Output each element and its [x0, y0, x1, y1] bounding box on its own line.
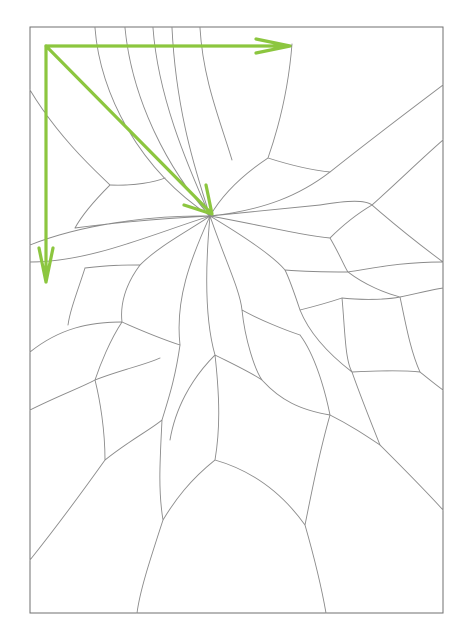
crack-line	[209, 215, 286, 271]
crack-line	[419, 371, 444, 391]
crack-line	[74, 215, 211, 229]
crack-line	[347, 261, 444, 273]
drawing-frame	[29, 26, 444, 614]
arrow-right	[44, 37, 292, 55]
crack-line	[299, 297, 343, 311]
crack-line	[329, 84, 444, 173]
crack-line	[104, 419, 163, 461]
crack-line	[209, 204, 321, 217]
crack-line	[136, 519, 164, 614]
crack-line	[304, 524, 327, 614]
crack-line	[121, 264, 141, 323]
crack-line	[319, 200, 373, 206]
arrow-diagonal	[44, 44, 214, 216]
crack-line	[329, 237, 349, 273]
arrow-down	[37, 44, 55, 284]
crack-line	[67, 267, 86, 326]
crack-line	[209, 171, 331, 217]
crack-line	[94, 27, 211, 217]
crack-line	[304, 414, 331, 526]
crack-line	[341, 297, 353, 373]
arrow-group	[37, 37, 292, 284]
crack-line	[241, 309, 301, 336]
crack-line	[29, 215, 211, 246]
crack-line	[209, 215, 331, 239]
crack-line	[206, 215, 216, 356]
crack-line	[121, 321, 181, 346]
crack-line	[74, 184, 111, 229]
crack-line	[162, 459, 216, 521]
crack-line	[284, 269, 349, 273]
crack-line	[214, 354, 263, 381]
crack-line	[371, 139, 444, 206]
crack-line	[109, 177, 166, 186]
crack-line	[29, 459, 106, 561]
crack-line	[161, 344, 181, 421]
crack-line	[329, 414, 381, 446]
crack-line	[199, 27, 233, 161]
crack-line	[152, 27, 211, 217]
crack-line	[351, 371, 381, 446]
crack-line	[214, 354, 220, 461]
crack-line	[209, 157, 269, 217]
crack-line	[261, 379, 331, 416]
crack-line	[341, 296, 401, 300]
crack-line	[94, 379, 106, 461]
crack-line	[299, 334, 331, 416]
crack-line	[267, 157, 331, 173]
crack-line	[94, 321, 123, 381]
crack-line	[241, 309, 263, 381]
crack-line	[329, 204, 373, 239]
crack-line	[29, 89, 111, 186]
crack-line	[284, 269, 301, 311]
crack-line	[299, 309, 353, 373]
crack-line	[209, 215, 243, 311]
crack-line	[399, 296, 421, 373]
crack-line	[169, 354, 216, 441]
crack-line	[84, 264, 141, 269]
crack-line	[29, 321, 123, 353]
crack-line	[139, 215, 211, 266]
crack-lines	[29, 27, 444, 614]
crack-line	[178, 215, 211, 346]
crack-line	[351, 370, 421, 373]
crack-line	[267, 43, 293, 159]
crack-line	[379, 444, 444, 511]
crack-line	[171, 27, 211, 217]
crack-line	[29, 379, 96, 411]
crack-line	[371, 204, 444, 263]
crack-line	[399, 287, 444, 298]
crack-line	[94, 357, 161, 381]
crack-line	[159, 419, 164, 521]
crack-line	[347, 271, 401, 298]
crack-line	[214, 459, 306, 526]
